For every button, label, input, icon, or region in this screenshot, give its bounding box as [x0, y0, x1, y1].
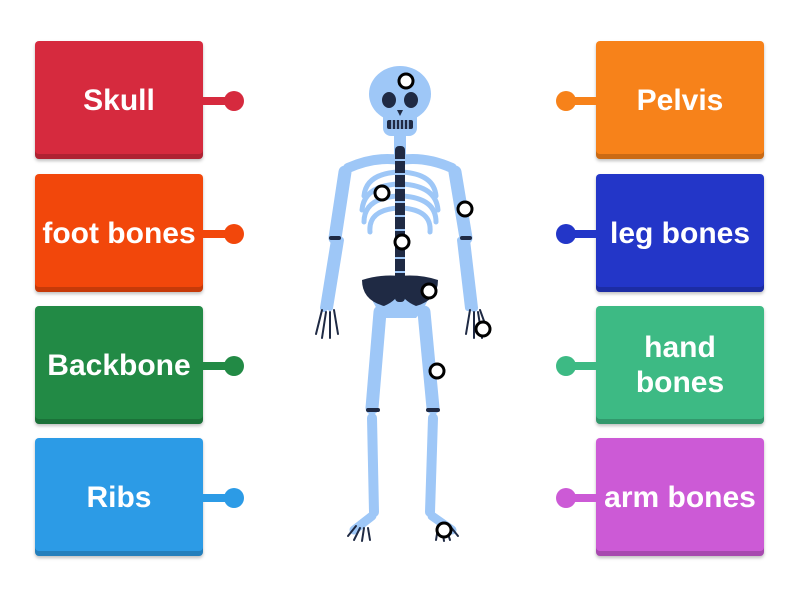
connector-arm-bones[interactable] — [556, 488, 598, 508]
drop-target-hand[interactable] — [474, 320, 492, 338]
tile-label: hand bones — [635, 331, 725, 399]
drop-target-pelvis[interactable] — [420, 282, 438, 300]
connector-line — [203, 362, 229, 370]
connector-ribs[interactable] — [203, 488, 245, 508]
drop-target-backbone[interactable] — [393, 233, 411, 251]
drop-target-arm[interactable] — [456, 200, 474, 218]
tile-label: Skull — [83, 83, 155, 117]
tile-ribs[interactable]: Ribs — [35, 438, 203, 556]
tile-arm-bones[interactable]: arm bones — [596, 438, 764, 556]
tile-pelvis[interactable]: Pelvis — [596, 41, 764, 159]
skeleton-diagram — [290, 50, 510, 560]
connector-line — [572, 362, 598, 370]
connector-leg-bones[interactable] — [556, 224, 598, 244]
connector-line — [203, 230, 229, 238]
tile-label: Pelvis — [636, 83, 724, 117]
connector-dot[interactable] — [224, 91, 244, 111]
tile-label: leg bones — [609, 216, 751, 250]
tile-hand-bones[interactable]: hand bones — [596, 306, 764, 424]
connector-foot-bones[interactable] — [203, 224, 245, 244]
connector-line — [572, 494, 598, 502]
tile-foot-bones[interactable]: foot bones — [35, 174, 203, 292]
tile-skull[interactable]: Skull — [35, 41, 203, 159]
connector-hand-bones[interactable] — [556, 356, 598, 376]
connector-dot[interactable] — [556, 224, 576, 244]
connector-backbone[interactable] — [203, 356, 245, 376]
connector-dot[interactable] — [224, 488, 244, 508]
connector-pelvis[interactable] — [556, 91, 598, 111]
tile-label: foot bones — [42, 216, 196, 250]
connector-line — [572, 97, 598, 105]
connector-line — [572, 230, 598, 238]
connector-dot[interactable] — [224, 224, 244, 244]
connector-dot[interactable] — [556, 356, 576, 376]
tile-label: Backbone — [47, 348, 191, 382]
tile-label: Ribs — [86, 480, 152, 514]
connector-line — [203, 494, 229, 502]
connector-dot[interactable] — [224, 356, 244, 376]
connector-dot[interactable] — [556, 488, 576, 508]
drop-target-ribs[interactable] — [373, 184, 391, 202]
drop-target-foot[interactable] — [435, 521, 453, 539]
skeleton-illustration — [315, 66, 489, 542]
drop-target-skull[interactable] — [397, 72, 415, 90]
connector-dot[interactable] — [556, 91, 576, 111]
drop-target-leg[interactable] — [428, 362, 446, 380]
tile-leg-bones[interactable]: leg bones — [596, 174, 764, 292]
tile-label: arm bones — [604, 480, 756, 514]
tile-backbone[interactable]: Backbone — [35, 306, 203, 424]
connector-line — [203, 97, 229, 105]
connector-skull[interactable] — [203, 91, 245, 111]
